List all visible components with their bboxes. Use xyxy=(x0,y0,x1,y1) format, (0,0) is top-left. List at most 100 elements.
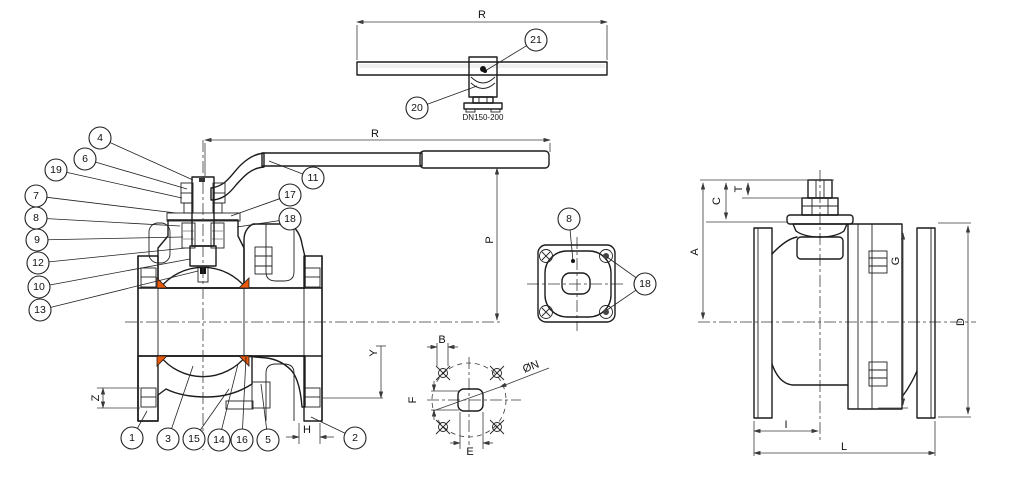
dim-label-B: B xyxy=(438,334,445,346)
dim-label-T: T xyxy=(733,185,745,192)
callout-12-6: 12 xyxy=(26,247,187,275)
handle-sleeve xyxy=(419,150,550,169)
ball-upper xyxy=(159,266,247,289)
main-view-dimension-lines xyxy=(97,137,551,444)
dim-label-G: G xyxy=(890,257,902,266)
svg-text:6: 6 xyxy=(82,153,88,165)
bolt-diagram-dimension-lines xyxy=(427,343,550,449)
callout-5-14: 5 xyxy=(256,383,280,452)
main-section-view xyxy=(97,137,551,450)
svg-text:8: 8 xyxy=(566,213,572,225)
svg-text:4: 4 xyxy=(97,132,103,144)
callout-19-2: 19 xyxy=(44,158,183,199)
side-stem-tower xyxy=(786,179,854,260)
svg-text:19: 19 xyxy=(50,164,62,176)
callout-20-20: 20 xyxy=(405,85,478,120)
dim-label-R-top: R xyxy=(478,9,486,21)
stem-base-top-view xyxy=(463,96,503,113)
top-view-dimension-lines xyxy=(356,19,608,60)
dim-label-H: H xyxy=(303,424,311,436)
ball-lower xyxy=(159,355,247,378)
dim-label-P: P xyxy=(484,236,496,243)
svg-text:12: 12 xyxy=(32,257,44,269)
callout-13-8: 13 xyxy=(28,270,199,322)
svg-text:13: 13 xyxy=(34,304,46,316)
dim-label-E: E xyxy=(466,446,473,458)
svg-text:18: 18 xyxy=(639,278,651,290)
handle-bar xyxy=(261,152,423,167)
callout-18-22: 18 xyxy=(606,256,657,311)
size-range-label: DN150-200 xyxy=(463,113,504,122)
end-cap-upper xyxy=(243,223,306,289)
svg-text:20: 20 xyxy=(411,102,423,114)
pad-plate xyxy=(537,244,616,323)
callout-16-13: 16 xyxy=(230,356,254,452)
callout-18-18: 18 xyxy=(236,207,302,231)
stem-stop-plate xyxy=(166,212,241,222)
stem-square-section xyxy=(457,388,484,412)
pad-corner-holes xyxy=(539,249,613,319)
svg-text:5: 5 xyxy=(265,434,271,446)
callout-9-5: 9 xyxy=(25,228,184,252)
flange-bolt-holes xyxy=(140,267,321,408)
svg-text:7: 7 xyxy=(33,190,39,202)
svg-text:9: 9 xyxy=(34,234,40,246)
callout-6-1: 6 xyxy=(73,147,188,190)
side-cap-ring xyxy=(847,223,903,410)
side-left-flange xyxy=(753,227,773,419)
main-view-centerlines xyxy=(125,140,503,450)
svg-text:15: 15 xyxy=(188,433,200,445)
cap-recess-upper xyxy=(265,224,295,282)
dim-label-Z: Z xyxy=(90,394,102,401)
side-view xyxy=(698,170,976,456)
svg-text:10: 10 xyxy=(33,281,45,293)
dim-label-A: A xyxy=(689,248,701,256)
dim-label-Y: Y xyxy=(368,349,380,357)
callout-1-9: 1 xyxy=(120,410,148,450)
side-view-dimension-lines xyxy=(700,179,971,456)
dim-label-N: ØN xyxy=(521,358,541,375)
bolt-circle-diagram xyxy=(427,343,550,449)
handle-lever xyxy=(210,152,265,201)
body-lower xyxy=(137,355,253,422)
callout-15-11: 15 xyxy=(182,388,230,451)
svg-text:11: 11 xyxy=(308,172,319,184)
mounting-pad-view xyxy=(527,237,626,331)
svg-text:21: 21 xyxy=(530,34,542,46)
drain-plug xyxy=(251,381,271,409)
svg-text:1: 1 xyxy=(129,432,135,444)
dim-label-C: C xyxy=(711,197,723,205)
callout-3-10: 3 xyxy=(156,365,194,451)
callout-4-0: 4 xyxy=(88,126,194,181)
handle-bar-top xyxy=(356,61,608,76)
handle-top-view: DN150-200 xyxy=(356,19,608,122)
bolt-holes xyxy=(435,365,505,435)
callout-2-15: 2 xyxy=(310,416,367,450)
stem-slot xyxy=(561,272,591,295)
callout-7-3: 7 xyxy=(24,184,177,214)
dim-label-F: F xyxy=(407,396,419,403)
end-cap-lower xyxy=(243,355,306,408)
callout-11-16: 11 xyxy=(268,160,325,190)
svg-text:17: 17 xyxy=(284,189,296,201)
dim-label-I: I xyxy=(784,419,787,431)
svg-text:18: 18 xyxy=(284,213,296,225)
bonnet-bolt-recess xyxy=(148,222,171,264)
cap-joint-bolt xyxy=(254,246,273,275)
callout-10-7: 10 xyxy=(27,258,191,299)
callout-8-21: 8 xyxy=(557,207,581,263)
svg-text:8: 8 xyxy=(33,212,39,224)
svg-text:2: 2 xyxy=(352,432,358,444)
callout-8-4: 8 xyxy=(24,206,181,230)
svg-text:14: 14 xyxy=(213,434,225,446)
side-joint-bolts xyxy=(868,250,888,387)
dim-label-D: D xyxy=(955,318,967,326)
pad-gasket xyxy=(544,250,612,318)
callout-21-19: 21 xyxy=(483,28,548,73)
seat-retainer-strip xyxy=(225,400,254,410)
stem-packing xyxy=(181,222,225,249)
